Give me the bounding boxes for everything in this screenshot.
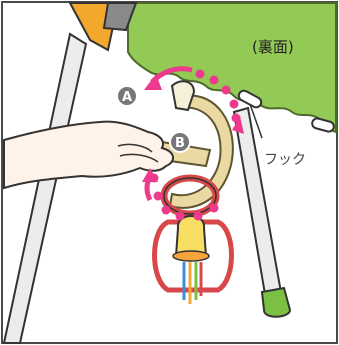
- hook-label: フック: [264, 152, 306, 168]
- marker-a-icon: A: [117, 86, 137, 106]
- marker-b-icon: B: [170, 132, 190, 152]
- marker-b-label: B: [175, 136, 185, 151]
- back-side-label: (裏面): [252, 38, 294, 56]
- marker-a-label: A: [122, 90, 132, 105]
- rattle-toy: [176, 216, 206, 256]
- foot-cap: [262, 288, 290, 317]
